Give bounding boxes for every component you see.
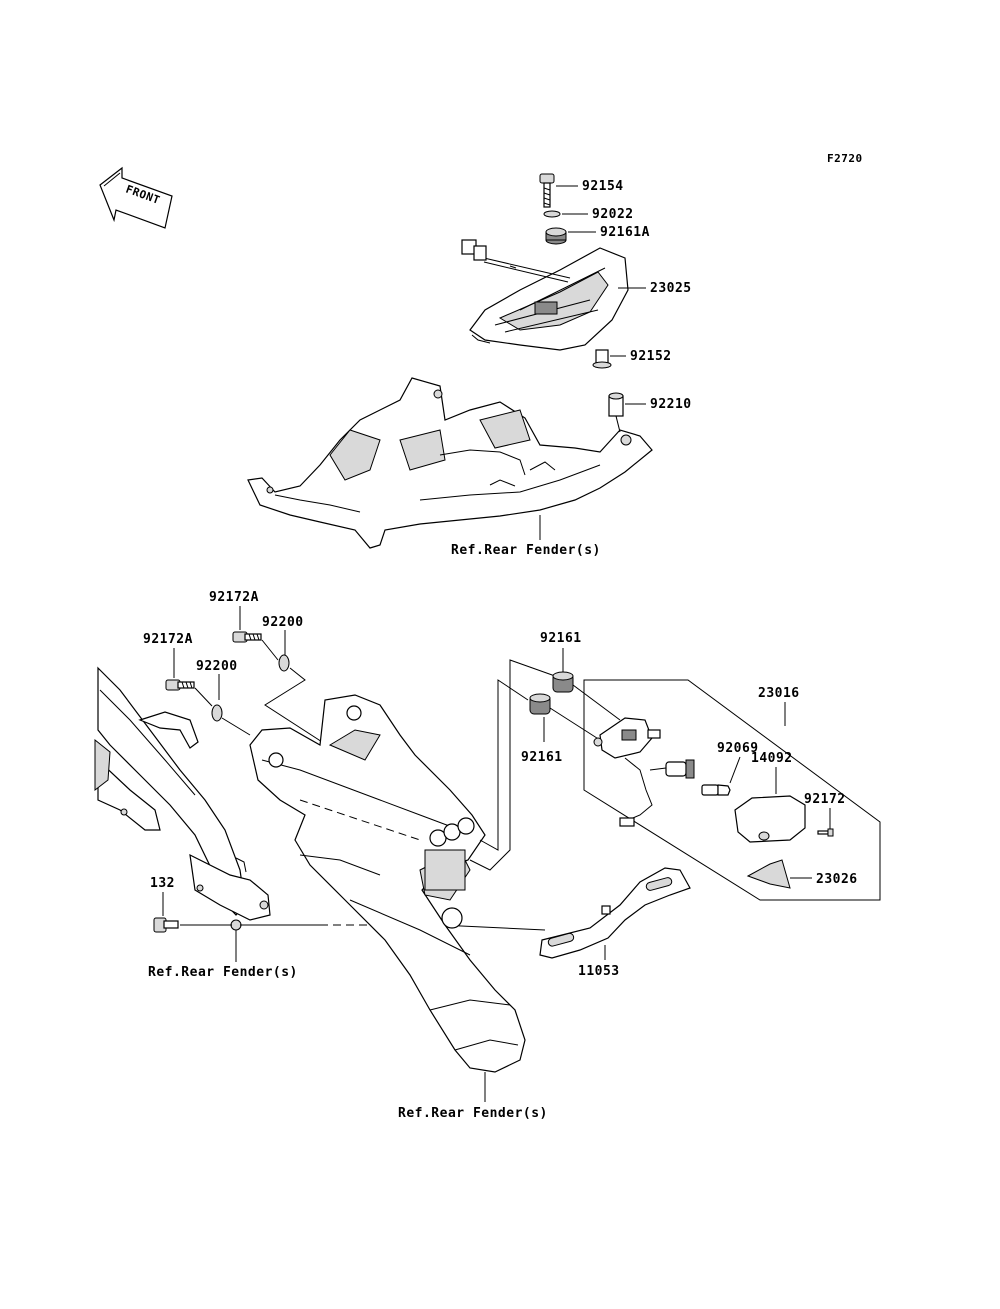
collar-icon <box>608 392 624 417</box>
frame-rail <box>94 666 271 931</box>
collar-icon <box>592 349 612 369</box>
callout-23016: 23016 <box>758 686 800 701</box>
callout-92210: 92210 <box>650 397 692 412</box>
callout-11053: 11053 <box>578 964 620 979</box>
callout-92200-top: 92200 <box>262 615 304 630</box>
callout-92172A-top: 92172A <box>209 590 259 605</box>
ref-rear-fender-left: Ref.Rear Fender(s) <box>148 965 298 980</box>
callout-92154: 92154 <box>582 179 624 194</box>
washer-icon <box>543 210 561 218</box>
callout-92172: 92172 <box>804 792 846 807</box>
grommet-icon <box>552 671 574 693</box>
fender-icon <box>249 694 526 1073</box>
callout-92152: 92152 <box>630 349 672 364</box>
ref-rear-fender-bottom: Ref.Rear Fender(s) <box>398 1106 548 1121</box>
lamp-socket-icon <box>593 717 661 759</box>
bolt-icon <box>165 679 195 691</box>
callout-92022: 92022 <box>592 207 634 222</box>
washer-icon <box>278 654 290 672</box>
bolt-icon <box>232 631 262 643</box>
bracket-icon <box>539 867 691 959</box>
bolt-icon <box>153 917 179 933</box>
front-arrow-icon: FRONT <box>99 166 173 229</box>
callout-92069: 92069 <box>717 741 759 756</box>
callout-92172A-left: 92172A <box>143 632 193 647</box>
bolt-icon <box>539 173 555 208</box>
callout-92161-top: 92161 <box>540 631 582 646</box>
callout-132: 132 <box>150 876 175 891</box>
lens-icon <box>734 795 806 843</box>
callout-92161A: 92161A <box>600 225 650 240</box>
grommet-icon <box>545 227 567 245</box>
callout-92161-bottom: 92161 <box>521 750 563 765</box>
gasket-icon <box>746 859 791 889</box>
callout-92200-left: 92200 <box>196 659 238 674</box>
callout-14092: 14092 <box>751 751 793 766</box>
bulb-icon <box>701 784 731 796</box>
ref-rear-fender-top: Ref.Rear Fender(s) <box>451 543 601 558</box>
tail-lamp-icon <box>461 239 629 351</box>
fender-icon <box>247 377 653 549</box>
washer-icon <box>211 704 223 722</box>
socket-icon <box>649 759 695 779</box>
callout-23025: 23025 <box>650 281 692 296</box>
grommet-icon <box>529 693 551 715</box>
figure-code: F2720 <box>827 152 863 165</box>
license-lamp-group-box <box>583 679 881 901</box>
connector-icon <box>619 817 635 827</box>
callout-23026: 23026 <box>816 872 858 887</box>
screw-icon <box>817 828 834 837</box>
